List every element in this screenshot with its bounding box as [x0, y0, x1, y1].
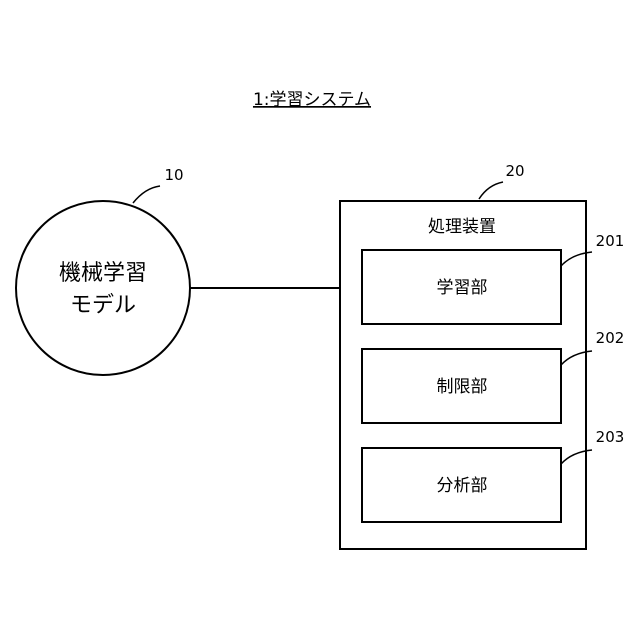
learning-unit-label: 学習部 — [437, 278, 488, 298]
processing-device-ref-leader — [479, 182, 503, 199]
restriction-unit-node: 制限部 — [362, 349, 561, 423]
ml-model-ref: 10 — [164, 166, 183, 184]
diagram-title: 1:学習システム — [253, 90, 371, 110]
analysis-unit-ref: 203 — [596, 428, 625, 446]
processing-device-box — [340, 201, 586, 549]
processing-device-node: 処理装置 — [340, 201, 586, 549]
analysis-unit-node: 分析部 — [362, 448, 561, 522]
analysis-unit-label: 分析部 — [437, 476, 488, 496]
processing-device-ref: 20 — [505, 162, 524, 180]
ml-model-label-line2: モデル — [70, 293, 136, 318]
restriction-unit-ref-leader — [561, 351, 592, 365]
processing-device-label: 処理装置 — [428, 217, 496, 237]
learning-unit-ref-leader — [561, 252, 592, 266]
restriction-unit-ref: 202 — [596, 329, 625, 347]
restriction-unit-label: 制限部 — [437, 377, 488, 397]
ml-model-label-line1: 機械学習 — [59, 261, 147, 286]
learning-unit-node: 学習部 — [362, 250, 561, 324]
learning-unit-ref: 201 — [596, 232, 625, 250]
ml-model-ref-leader — [133, 186, 160, 203]
ml-model-node: 機械学習 モデル — [16, 201, 190, 375]
analysis-unit-ref-leader — [561, 450, 592, 464]
ml-model-circle — [16, 201, 190, 375]
